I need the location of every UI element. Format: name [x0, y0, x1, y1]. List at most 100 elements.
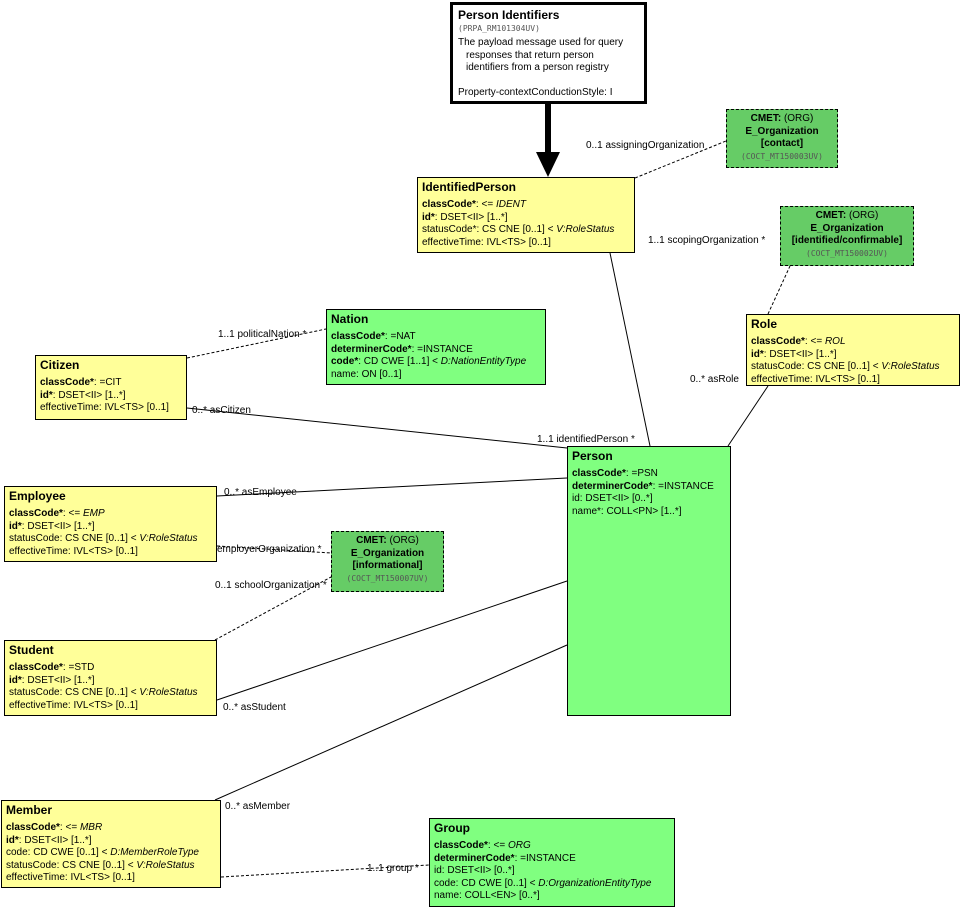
- class-attribute: classCode*: <= IDENT: [422, 199, 526, 210]
- class-title: Group: [434, 821, 470, 835]
- member-link: [214, 644, 568, 801]
- class-attribute: statusCode: CS CNE [0..1] < V:RoleStatus: [9, 687, 198, 698]
- label-as-member: 0..* asMember: [225, 801, 291, 812]
- label-school-organization: 0..1 schoolOrganization *: [215, 580, 327, 591]
- label-as-employee: 0..* asEmployee: [224, 487, 297, 498]
- class-attribute: effectiveTime: IVL<TS> [0..1]: [6, 872, 135, 883]
- class-attribute: effectiveTime: IVL<TS> [0..1]: [751, 373, 880, 385]
- identified-person-link: [609, 252, 651, 447]
- class-attribute: classCode*: =CIT: [40, 377, 122, 388]
- class-attribute: determinerCode*: =INSTANCE: [434, 852, 576, 864]
- entry-code: (PRPA_RM101304UV): [458, 24, 540, 33]
- class-attribute: classCode*: =NAT: [331, 331, 416, 342]
- class-title: Member: [6, 803, 53, 817]
- role-link: [727, 385, 769, 447]
- entry-desc-line: The payload message used for query: [458, 37, 624, 48]
- cmet-qualifier: [informational]: [352, 560, 423, 571]
- class-attribute: classCode*: =STD: [9, 662, 95, 673]
- class-attribute: statusCode*: CS CNE [0..1] < V:RoleStatu…: [422, 224, 615, 235]
- label-group: 1..1 group *: [367, 863, 419, 874]
- class-attribute: effectiveTime: IVL<TS> [0..1]: [9, 699, 138, 711]
- school-org-link: [214, 576, 332, 641]
- employer-org-link: [216, 545, 332, 554]
- citizen-link: [186, 407, 568, 449]
- employee-link: [216, 477, 568, 497]
- entry-conduction-style: Property-contextConductionStyle: I: [458, 86, 613, 98]
- class-attribute: id*: DSET<II> [1..*]: [9, 674, 95, 686]
- scoping-org-link: [767, 265, 791, 315]
- class-attribute: effectiveTime: IVL<TS> [0..1]: [422, 236, 551, 248]
- class-attribute: code*: CD CWE [1..1] < D:NationEntityTyp…: [331, 356, 527, 367]
- class-attribute: classCode*: <= ORG: [434, 840, 531, 851]
- class-attribute: classCode*: <= ROL: [751, 336, 846, 347]
- class-attribute: id*: DSET<II> [1..*]: [9, 520, 95, 532]
- class-title: Employee: [9, 489, 66, 503]
- class-attribute: id*: DSET<II> [1..*]: [751, 348, 837, 360]
- class-attribute: id*: DSET<II> [1..*]: [422, 211, 508, 223]
- class-title: Role: [751, 317, 778, 331]
- class-attribute: statusCode: CS CNE [0..1] < V:RoleStatus: [751, 361, 940, 372]
- label-as-role: 0..* asRole: [690, 374, 739, 385]
- label-as-citizen: 0..* asCitizen: [192, 405, 251, 416]
- label-scoping-organization: 1..1 scopingOrganization *: [648, 235, 766, 246]
- class-attribute: id: DSET<II> [0..*]: [434, 865, 515, 876]
- class-attribute: effectiveTime: IVL<TS> [0..1]: [9, 545, 138, 557]
- cmet-org: (ORG): [386, 535, 419, 546]
- class-attribute: name: ON [0..1]: [331, 368, 402, 380]
- class-attribute: id*: DSET<II> [1..*]: [6, 834, 92, 846]
- cmet-code: (COCT_MT150002UV): [806, 248, 888, 258]
- class-title: Citizen: [40, 358, 80, 372]
- class-title: Student: [9, 643, 54, 657]
- cmet-qualifier: [contact]: [760, 138, 804, 149]
- class-attribute: determinerCode*: =INSTANCE: [331, 343, 473, 355]
- class-attribute: code: CD CWE [0..1] < D:MemberRoleType: [6, 847, 199, 858]
- cmet-code: (COCT_MT150007UV): [346, 573, 429, 583]
- entry-arrow-head: [536, 152, 560, 177]
- cmet-qualifier: [identified/confirmable]: [791, 235, 903, 246]
- cmet-code: (COCT_MT150003UV): [741, 151, 823, 161]
- entry-title: Person Identifiers: [458, 8, 560, 22]
- cmet-assigning-organization: CMET: (ORG) E_Organization [contact] (CO…: [726, 109, 838, 168]
- class-attribute: code: CD CWE [0..1] < D:OrganizationEnti…: [434, 877, 652, 889]
- cmet-kind: CMET:: [750, 113, 782, 124]
- label-identified-person: 1..1 identifiedPerson *: [537, 434, 635, 445]
- cmet-org: (ORG): [781, 113, 814, 124]
- entry-point-box: Person Identifiers (PRPA_RM101304UV) The…: [450, 2, 647, 104]
- label-as-student: 0..* asStudent: [223, 702, 286, 713]
- cmet-informational-organization: CMET: (ORG) E_Organization [informationa…: [331, 531, 444, 592]
- label-political-nation: 1..1 politicalNation *: [218, 329, 307, 340]
- class-attribute: effectiveTime: IVL<TS> [0..1]: [40, 402, 169, 413]
- class-attribute: id: DSET<II> [0..*]: [572, 493, 653, 504]
- cmet-header: CMET: (ORG): [731, 113, 833, 126]
- class-attribute: classCode*: <= EMP: [9, 508, 105, 519]
- label-employer-organization: employerOrganization *: [217, 544, 322, 555]
- class-attribute: statusCode: CS CNE [0..1] < V:RoleStatus: [9, 533, 198, 544]
- entry-desc-line: identifiers from a person registry: [466, 62, 609, 73]
- class-attribute: statusCode: CS CNE [0..1] < V:RoleStatus: [6, 859, 195, 871]
- cmet-header: CMET: (ORG): [785, 210, 909, 223]
- entry-desc-line: responses that return person: [466, 49, 594, 61]
- assigning-org-link: [634, 140, 727, 179]
- class-title: IdentifiedPerson: [422, 180, 517, 194]
- cmet-kind: CMET:: [356, 535, 387, 546]
- cmet-name: E_Organization: [350, 547, 425, 559]
- cmet-name: E_Organization: [810, 222, 884, 234]
- class-attribute: id*: DSET<II> [1..*]: [40, 389, 126, 401]
- political-nation-link: [186, 328, 327, 359]
- class-title: Nation: [331, 312, 369, 326]
- cmet-header: CMET: (ORG): [336, 535, 439, 548]
- class-attribute: classCode*: <= MBR: [6, 822, 103, 833]
- student-link: [216, 580, 568, 701]
- label-assigning-organization: 0..1 assigningOrganization: [586, 140, 705, 151]
- cmet-org: (ORG): [846, 210, 879, 221]
- cmet-name: E_Organization: [745, 125, 819, 137]
